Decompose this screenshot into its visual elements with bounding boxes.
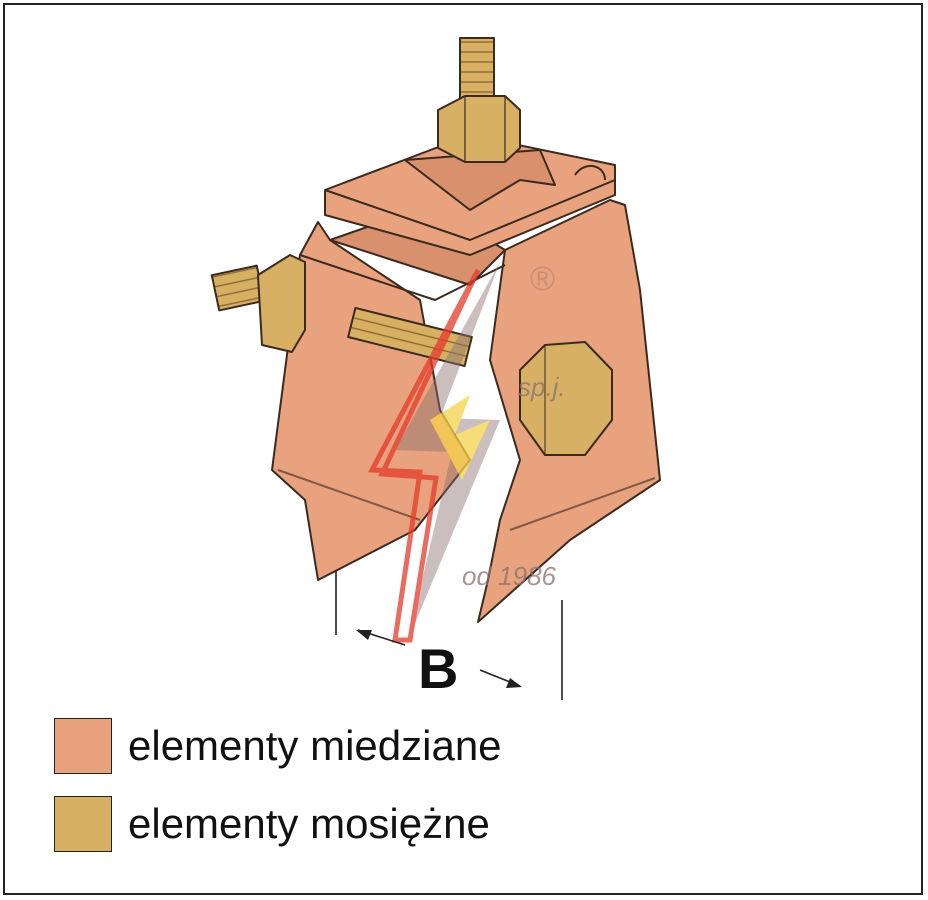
company-logo-watermark: ® sp.j. od 1986 [367,260,566,643]
since-year: od 1986 [462,561,557,591]
legend-item-brass: elementy mosiężne [54,796,490,852]
brass-top-bolt [437,37,521,163]
brass-hex-nut [519,341,613,456]
legend-label-copper: elementy miedziane [128,722,502,769]
company-suffix: sp.j. [518,372,566,402]
registered-mark: ® [530,260,555,298]
dimension-label: B [418,637,458,700]
dimension-b: B [335,570,563,700]
legend-item-copper: elementy miedziane [54,718,502,774]
copper-swatch [54,718,112,774]
brass-swatch [54,796,112,852]
frame-border [3,3,923,895]
legend-label-brass: elementy mosiężne [128,800,490,847]
